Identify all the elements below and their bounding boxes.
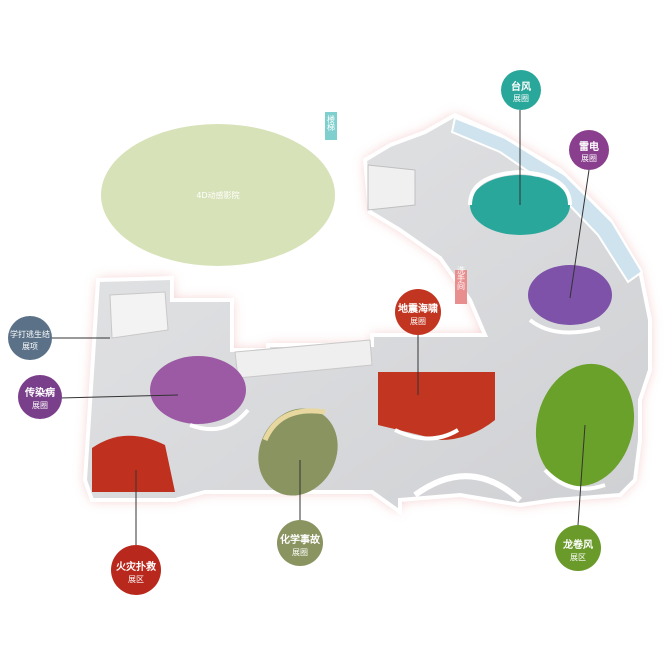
pod-earthquake-wall bbox=[394, 428, 460, 441]
callout-infectious-circle bbox=[18, 375, 62, 419]
leader-infectious bbox=[59, 394, 179, 399]
callout-typhoon[interactable]: 台风 展圈 bbox=[501, 70, 541, 110]
pod-fire-floor bbox=[92, 435, 175, 492]
callout-fire[interactable]: 火灾扑救 展区 bbox=[111, 545, 161, 595]
pod-earthquake[interactable] bbox=[378, 372, 495, 441]
cinema-label: 4D动感影院 bbox=[196, 190, 239, 200]
callout-fire-title: 火灾扑救 bbox=[116, 560, 156, 573]
callout-thunder-sub: 展圈 bbox=[581, 154, 597, 163]
pod-infectious-wall bbox=[189, 408, 250, 432]
pod-fire[interactable] bbox=[92, 435, 175, 492]
north-wall bbox=[234, 339, 373, 379]
pod-infectious-floor bbox=[150, 356, 246, 424]
pod-infectious[interactable] bbox=[150, 356, 250, 432]
callout-earthquake[interactable]: 地震海啸 展圈 bbox=[395, 289, 441, 335]
stairs-tag-text: 楼梯 bbox=[327, 114, 336, 132]
callout-tornado-circle bbox=[555, 525, 601, 571]
callout-firstaid-sub: 展项 bbox=[22, 342, 38, 351]
callout-typhoon-sub: 展圈 bbox=[513, 94, 529, 103]
pod-chemical[interactable] bbox=[243, 394, 352, 509]
pod-chemical-floor bbox=[258, 408, 338, 496]
callout-firstaid-circle bbox=[8, 316, 52, 360]
stairs-tag: 楼梯 bbox=[325, 112, 337, 140]
pod-chemical-wall bbox=[262, 408, 326, 442]
restroom-tag: 洗手间 bbox=[455, 265, 467, 304]
west-rooms bbox=[109, 291, 169, 339]
stair-block bbox=[367, 164, 416, 211]
callout-fire-sub: 展区 bbox=[128, 575, 144, 584]
callout-typhoon-circle bbox=[501, 70, 541, 110]
callout-infectious-title: 传染病 bbox=[24, 386, 55, 399]
stairs-tag-bg bbox=[325, 112, 337, 140]
leader-tornado bbox=[577, 424, 586, 526]
callout-earthquake-title: 地震海啸 bbox=[398, 302, 438, 315]
callout-tornado-sub: 展区 bbox=[570, 553, 586, 562]
callout-typhoon-title: 台风 bbox=[511, 80, 531, 93]
pod-tornado-wall bbox=[543, 468, 606, 491]
callout-infectious[interactable]: 传染病 展圈 bbox=[18, 375, 62, 419]
window-band bbox=[450, 116, 644, 284]
callout-chemical-sub: 展圈 bbox=[292, 548, 308, 557]
restroom-tag-bg bbox=[455, 270, 467, 304]
callout-earthquake-sub: 展圈 bbox=[410, 317, 426, 326]
callout-thunder-circle bbox=[569, 130, 609, 170]
callout-thunder-title: 雷电 bbox=[579, 140, 599, 153]
leader-thunder bbox=[569, 169, 590, 299]
callout-tornado-title: 龙卷风 bbox=[562, 538, 593, 551]
cinema-area[interactable]: 4D动感影院 bbox=[101, 124, 335, 266]
cinema-ellipse bbox=[101, 124, 335, 266]
south-arc-wall bbox=[413, 473, 523, 503]
callout-firstaid[interactable]: 学打逃生结 展项 bbox=[8, 316, 52, 360]
callout-chemical-circle bbox=[277, 520, 323, 566]
callout-earthquake-circle bbox=[395, 289, 441, 335]
pod-earthquake-floor bbox=[378, 372, 495, 440]
callout-chemical[interactable]: 化学事故 展圈 bbox=[277, 520, 323, 566]
callout-firstaid-title: 学打逃生结 bbox=[10, 329, 50, 339]
restroom-tag-text: 洗手间 bbox=[457, 265, 466, 291]
pod-thunder-wall bbox=[528, 318, 601, 335]
callout-infectious-sub: 展圈 bbox=[32, 401, 48, 410]
callout-thunder[interactable]: 雷电 展圈 bbox=[569, 130, 609, 170]
callout-fire-circle bbox=[111, 545, 161, 595]
callout-tornado[interactable]: 龙卷风 展区 bbox=[555, 525, 601, 571]
callout-chemical-title: 化学事故 bbox=[280, 533, 321, 546]
leader-lines bbox=[50, 110, 590, 545]
